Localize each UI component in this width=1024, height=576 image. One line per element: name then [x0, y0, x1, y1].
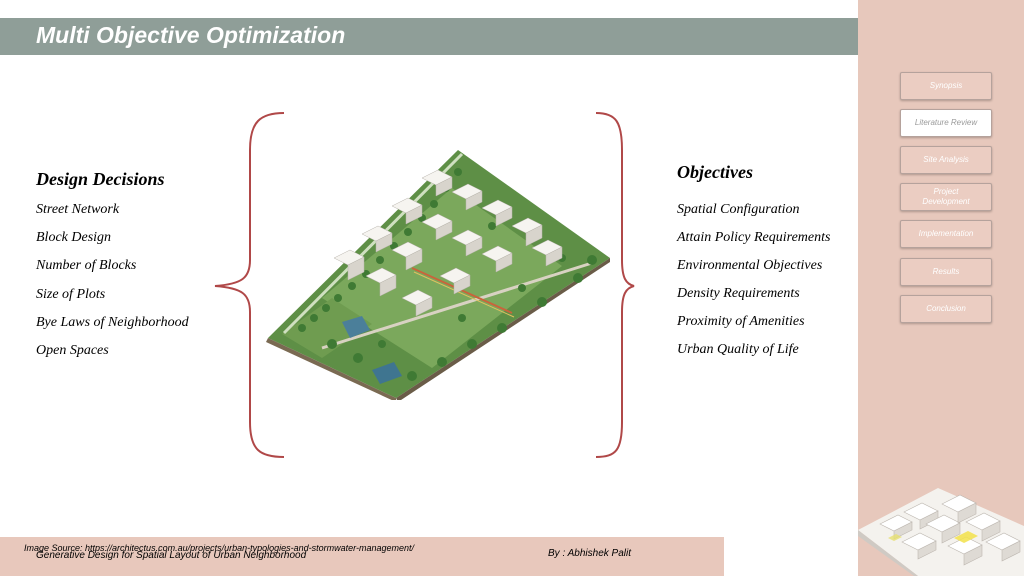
design-decision-item: Block Design [36, 230, 112, 245]
nav-label: Implementation [918, 229, 974, 238]
page-title: Multi Objective Optimization [36, 22, 346, 48]
nav-label: Literature Review [914, 118, 978, 127]
nav-label: Project Development [922, 187, 970, 206]
nav-button-implementation[interactable]: Implementation [900, 220, 992, 248]
objective-item: Spatial Configuration [677, 202, 800, 217]
nav-label: Results [932, 267, 960, 276]
footer-bar [0, 537, 724, 576]
neighborhood-illustration [266, 150, 610, 400]
nav-button-site-analysis[interactable]: Site Analysis [900, 146, 992, 174]
nav-button-synopsis[interactable]: Synopsis [900, 72, 992, 100]
objective-item: Proximity of Amenities [677, 314, 805, 329]
nav-label: Site Analysis [923, 155, 969, 164]
design-decision-item: Street Network [36, 202, 120, 217]
nav-button-literature-review[interactable]: Literature Review [900, 109, 992, 137]
right-curly-brace [595, 112, 635, 458]
title-bar: Multi Objective Optimization [0, 18, 858, 55]
nav-button-results[interactable]: Results [900, 258, 992, 286]
design-decision-item: Number of Blocks [36, 258, 137, 273]
objective-item: Attain Policy Requirements [677, 230, 831, 245]
objectives-heading: Objectives [677, 162, 753, 182]
objective-item: Density Requirements [677, 286, 800, 301]
design-decision-item: Open Spaces [36, 343, 109, 358]
author-credit: By : Abhishek Palit [548, 548, 632, 559]
nav-button-project-development[interactable]: Project Development [900, 183, 992, 211]
left-curly-brace [214, 112, 285, 458]
design-decisions-heading: Design Decisions [36, 169, 165, 189]
objective-item: Environmental Objectives [677, 258, 823, 273]
nav-button-conclusion[interactable]: Conclusion [900, 295, 992, 323]
design-decision-item: Bye Laws of Neighborhood [36, 315, 189, 330]
nav-label: Synopsis [929, 81, 963, 90]
side-navigation-panel: Synopsis Literature Review Site Analysis… [858, 0, 1024, 576]
design-decision-item: Size of Plots [36, 287, 106, 302]
project-title-footer: Generative Design for Spatial Layout of … [36, 550, 307, 561]
nav-label: Conclusion [926, 304, 966, 313]
image-source-credit: Image Source: https://architectus.com.au… [24, 543, 415, 553]
isometric-blocks-thumbnail [858, 488, 1024, 576]
objective-item: Urban Quality of Life [677, 342, 799, 357]
